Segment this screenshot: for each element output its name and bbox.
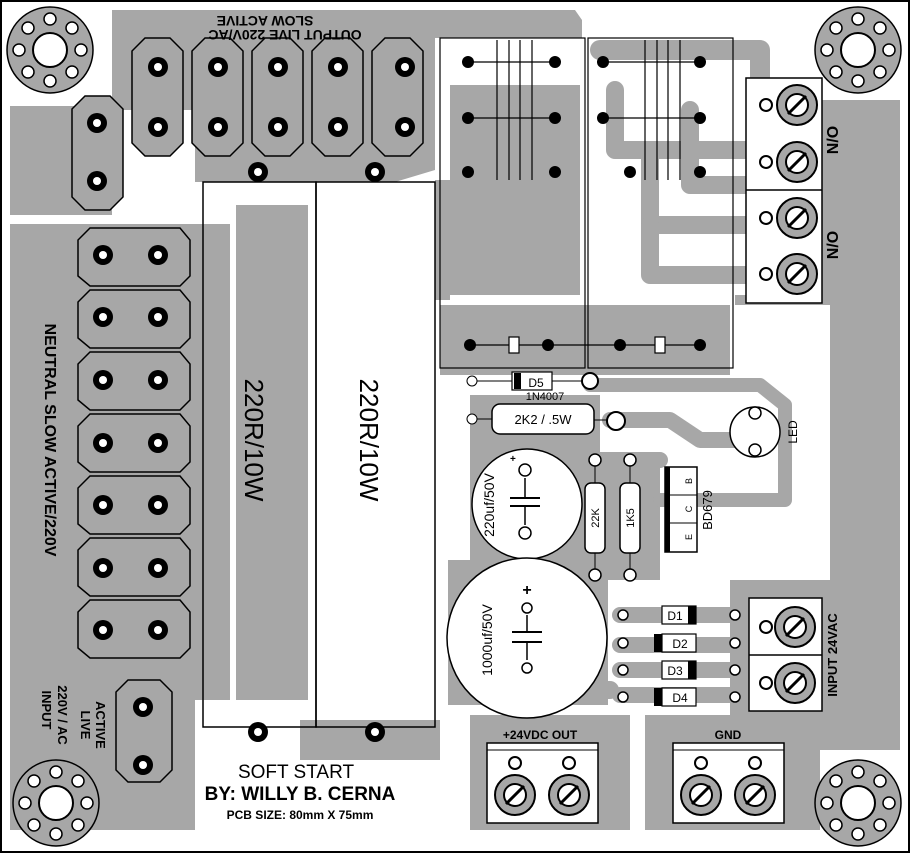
out-24vdc-label: +24VDC OUT xyxy=(503,728,578,742)
output-pads xyxy=(87,57,415,191)
title-line1: SOFT START xyxy=(238,762,355,783)
neutral-slow-label: NEUTRAL SLOW ACTIVE/220V xyxy=(41,324,58,557)
title-line3: PCB SIZE: 80mm X 75mm xyxy=(227,808,374,822)
led-label: LED xyxy=(786,420,800,444)
input-220-connector xyxy=(115,679,173,783)
neutral-connector xyxy=(77,227,191,659)
input-volt-label: 220V / AC xyxy=(55,685,70,745)
gnd-terminal xyxy=(672,742,785,824)
mount-hole-br xyxy=(814,759,902,847)
d5-label: D5 xyxy=(528,376,544,390)
output-live-label: OUTPUT LIVE 220V/AC xyxy=(208,27,361,43)
mount-hole-tr xyxy=(814,6,902,94)
title-line2: BY: WILLY B. CERNA xyxy=(205,784,396,805)
mounting-holes xyxy=(6,6,902,847)
cap1000-label: 1000uf/50V xyxy=(479,604,495,676)
input-active-label: ACTIVE xyxy=(93,701,108,749)
plus-label-1: + xyxy=(510,454,516,465)
r22k-label: 22K xyxy=(590,508,602,528)
input-24vac-terminal xyxy=(748,597,823,712)
power-resistors xyxy=(202,162,436,742)
cap220-label: 220uf/50V xyxy=(481,472,497,536)
output-24vdc-terminal xyxy=(486,742,599,824)
mount-hole-bl xyxy=(12,759,100,847)
relays xyxy=(439,37,734,369)
labels: OUTPUT LIVE 220V/AC SLOW ACTIVE NEUTRAL … xyxy=(39,13,842,822)
relay-no-label-1: N/O xyxy=(825,126,842,154)
pin-b-label: B xyxy=(684,478,694,484)
d4-label: D4 xyxy=(672,691,688,705)
mount-hole-tl xyxy=(6,6,94,94)
relay-no-label-2: N/O xyxy=(825,231,842,259)
r2k2-label: 2K2 / .5W xyxy=(514,412,572,427)
plus-label-2: + xyxy=(522,582,531,599)
pin-c-label: C xyxy=(684,505,694,512)
slow-active-label: SLOW ACTIVE xyxy=(217,13,314,29)
d3-label: D3 xyxy=(667,664,683,678)
pin-e-label: E xyxy=(684,534,694,540)
d2-label: D2 xyxy=(672,637,688,651)
transistor-label: BD679 xyxy=(700,490,715,530)
d1-label: D1 xyxy=(667,609,683,623)
input-live-label: LIVE xyxy=(78,711,93,740)
control-circuit xyxy=(446,371,781,719)
d5-part-label: 1N4007 xyxy=(526,391,565,403)
r1k5-label: 1K5 xyxy=(625,508,637,528)
output-connector xyxy=(71,37,424,211)
resistor1-label: 220R/10W xyxy=(239,379,269,502)
relay-terminals xyxy=(745,77,823,304)
resistor2-label: 220R/10W xyxy=(354,379,384,502)
input-24vac-label: INPUT 24VAC xyxy=(825,613,840,697)
input-input-label: INPUT xyxy=(39,691,54,730)
gnd-label: GND xyxy=(715,728,742,742)
